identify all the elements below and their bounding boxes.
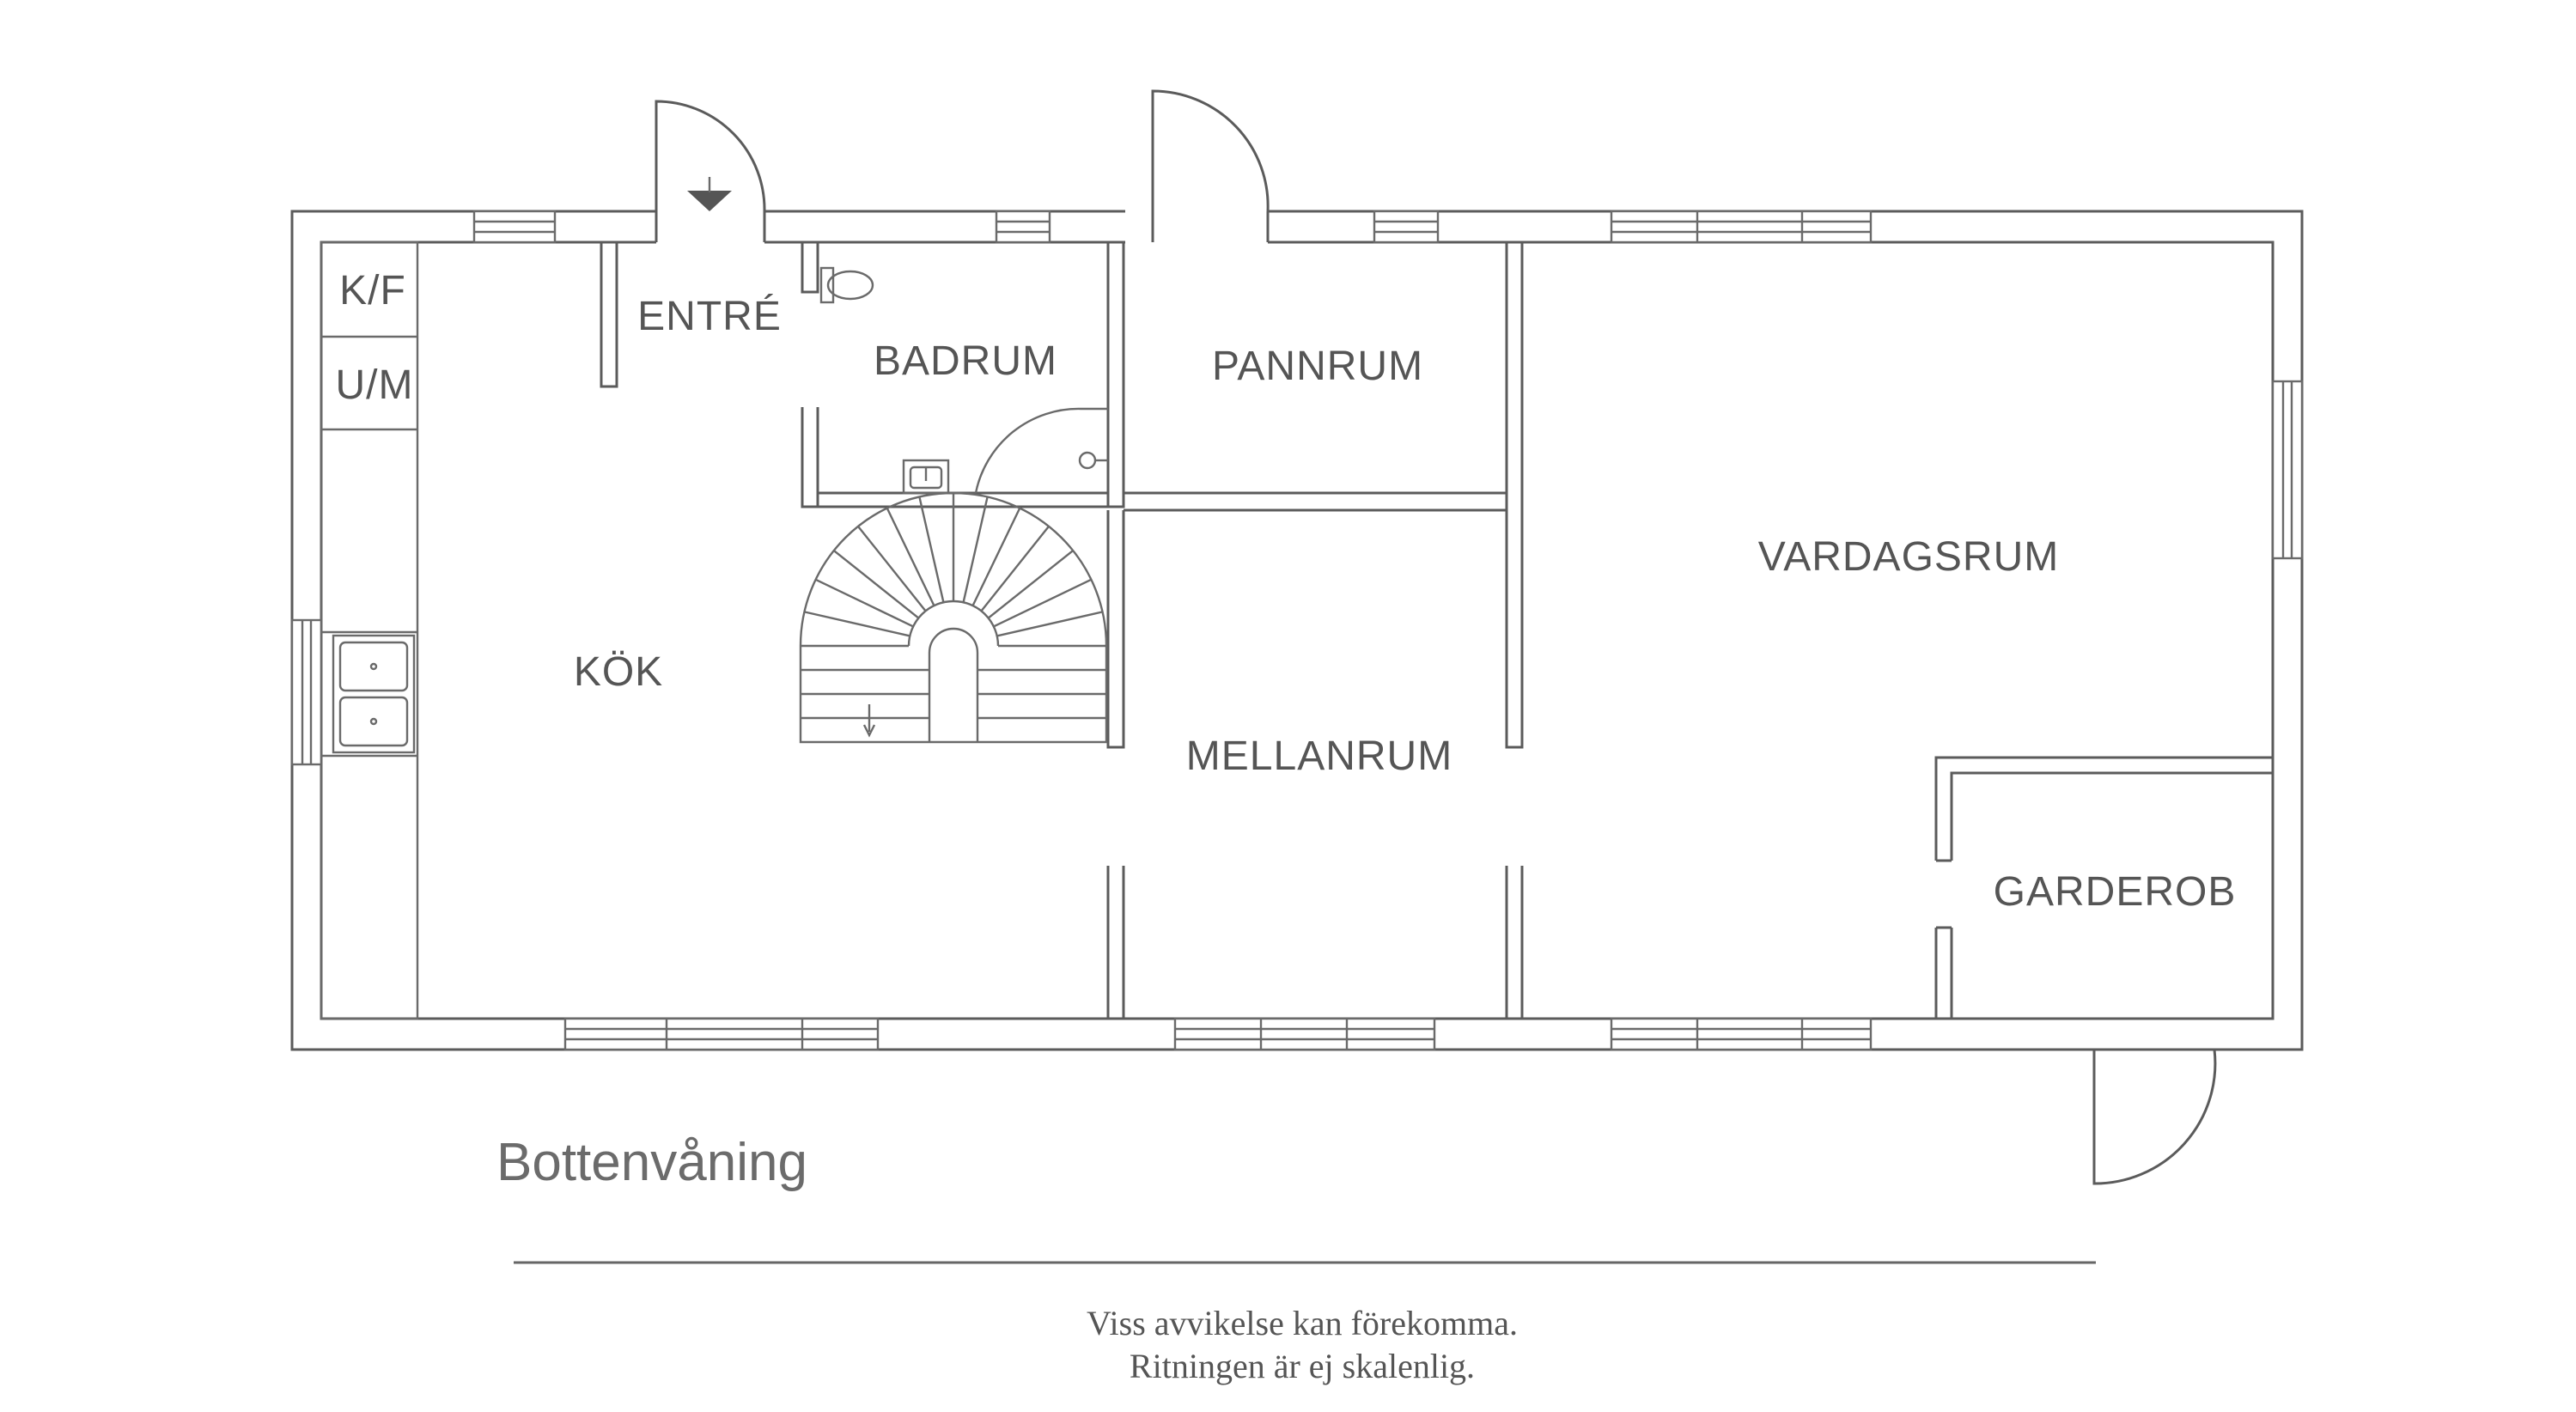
sink-icon xyxy=(332,634,416,754)
windows xyxy=(290,210,2304,1051)
interior-walls xyxy=(600,240,2273,1020)
room-label-pannrum: PANNRUM xyxy=(1212,344,1423,389)
room-label-um: U/M xyxy=(336,362,414,408)
doors xyxy=(655,89,2217,1185)
room-label-garderob: GARDEROB xyxy=(1994,869,2237,915)
stair-direction-arrowhead xyxy=(862,724,876,738)
kitchen-counter xyxy=(320,240,419,1020)
stair-newel xyxy=(928,627,979,742)
shower-drain-icon xyxy=(1078,451,1108,470)
stair-tread xyxy=(971,508,1021,606)
disclaimer-line-2: Ritningen är ej skalenlig. xyxy=(1130,1347,1475,1385)
room-label-mellanrum: MELLANRUM xyxy=(1186,733,1452,779)
room-label-vardagsrum: VARDAGSRUM xyxy=(1758,534,2059,580)
stair-tread xyxy=(857,526,927,612)
stair-tread xyxy=(993,578,1092,628)
stair-tread xyxy=(962,496,989,603)
stair-tread xyxy=(833,550,920,619)
stair-tread xyxy=(918,496,945,603)
room-label-kf: K/F xyxy=(339,268,406,313)
toilet-icon xyxy=(819,266,874,304)
exterior-walls xyxy=(290,210,2304,1051)
stair-tread xyxy=(980,526,1050,612)
room-label-badrum: BADRUM xyxy=(874,338,1057,384)
stair-tread xyxy=(987,550,1074,619)
stair-tread xyxy=(886,508,935,606)
stair-tread xyxy=(804,611,910,637)
disclaimer-line-1: Viss avvikelse kan förekomma. xyxy=(1087,1304,1518,1342)
spiral-staircase xyxy=(799,491,1108,744)
stair-tread xyxy=(996,611,1103,637)
room-label-entre: ENTRÉ xyxy=(637,294,782,339)
stair-tread xyxy=(815,578,914,628)
entrance-arrow-icon xyxy=(687,191,732,211)
washbasin-icon xyxy=(902,459,950,495)
floor-title: Bottenvåning xyxy=(496,1133,807,1192)
room-label-kok: KÖK xyxy=(574,649,663,695)
